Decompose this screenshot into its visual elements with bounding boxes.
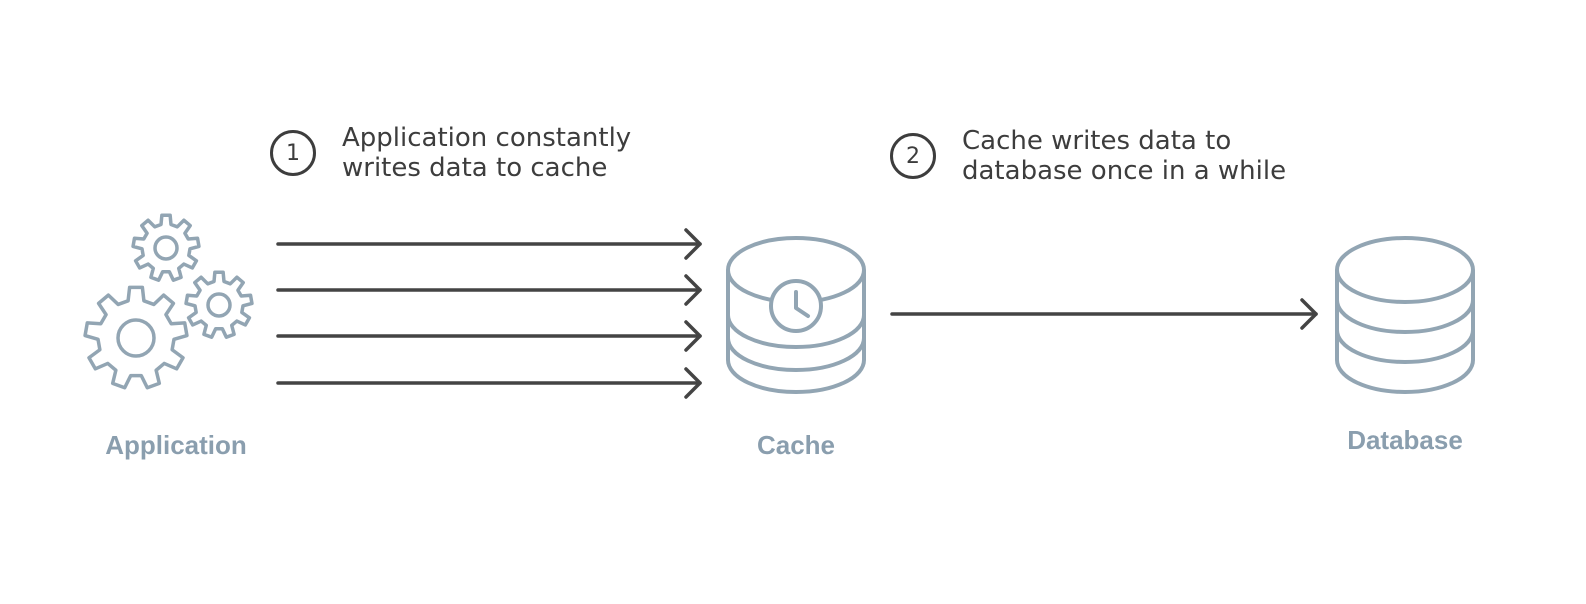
write-arrow [276, 274, 702, 306]
gears-icon [83, 213, 254, 390]
step-1-description: Application constantly writes data to ca… [342, 123, 631, 183]
step-2-number: 2 [906, 143, 920, 169]
application-label: Application [105, 430, 247, 460]
step-2-description: Cache writes data to database once in a … [962, 126, 1286, 186]
cache-database-clock-icon [726, 236, 866, 394]
gear-right-icon [184, 270, 254, 339]
gear-top-hub [153, 235, 179, 261]
database-icon [1335, 236, 1475, 394]
step-1-line-1: Application constantly [342, 123, 632, 153]
flush-arrow [890, 298, 1318, 330]
step-2-line-2: database once in a while [962, 156, 1287, 186]
write-arrows [276, 228, 702, 399]
gear-top-icon [131, 213, 201, 282]
cache-label: Cache [756, 430, 836, 460]
gear-large-hub [116, 318, 156, 358]
step-1-badge: 1 [270, 130, 316, 176]
step-2-line-1: Cache writes data to [962, 126, 1232, 156]
gear-right-hub [206, 292, 232, 318]
gear-large-icon [83, 285, 189, 390]
write-arrow [276, 320, 702, 352]
write-arrow [276, 367, 702, 399]
database-label: Database [1347, 425, 1463, 455]
step-2-badge: 2 [890, 133, 936, 179]
step-1-line-2: writes data to cache [342, 153, 608, 183]
step-1-number: 1 [286, 140, 300, 166]
write-arrow [276, 228, 702, 260]
